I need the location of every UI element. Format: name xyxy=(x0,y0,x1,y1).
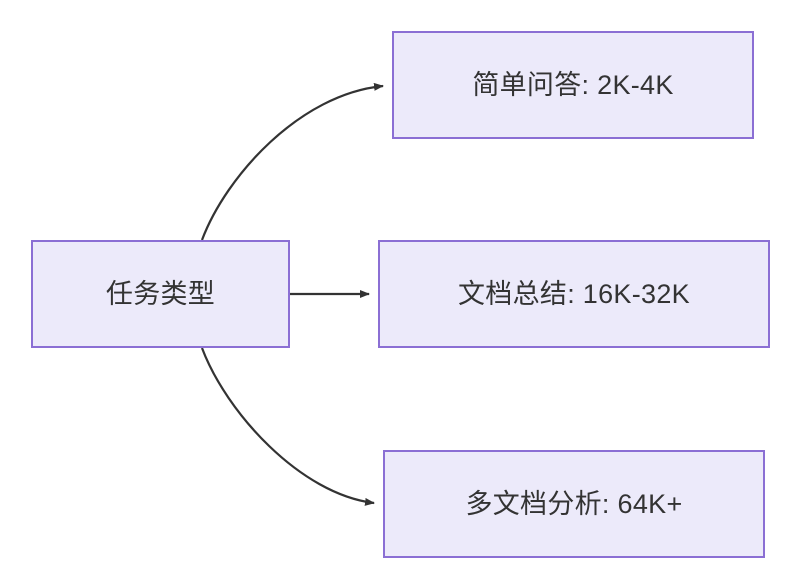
node-multi-doc[interactable]: 多文档分析: 64K+ xyxy=(383,450,765,558)
node-label-simple-qa: 简单问答: 2K-4K xyxy=(472,69,674,100)
node-doc-summary[interactable]: 文档总结: 16K-32K xyxy=(378,240,770,348)
node-label-multi-doc: 多文档分析: 64K+ xyxy=(465,488,683,519)
node-label-doc-summary: 文档总结: 16K-32K xyxy=(458,278,690,309)
node-task-type[interactable]: 任务类型 xyxy=(31,240,290,348)
edge-source-multi-doc xyxy=(200,347,375,506)
node-simple-qa[interactable]: 简单问答: 2K-4K xyxy=(392,31,754,139)
edge-source-simple-qa xyxy=(200,82,384,241)
node-label-task-type: 任务类型 xyxy=(105,278,216,309)
